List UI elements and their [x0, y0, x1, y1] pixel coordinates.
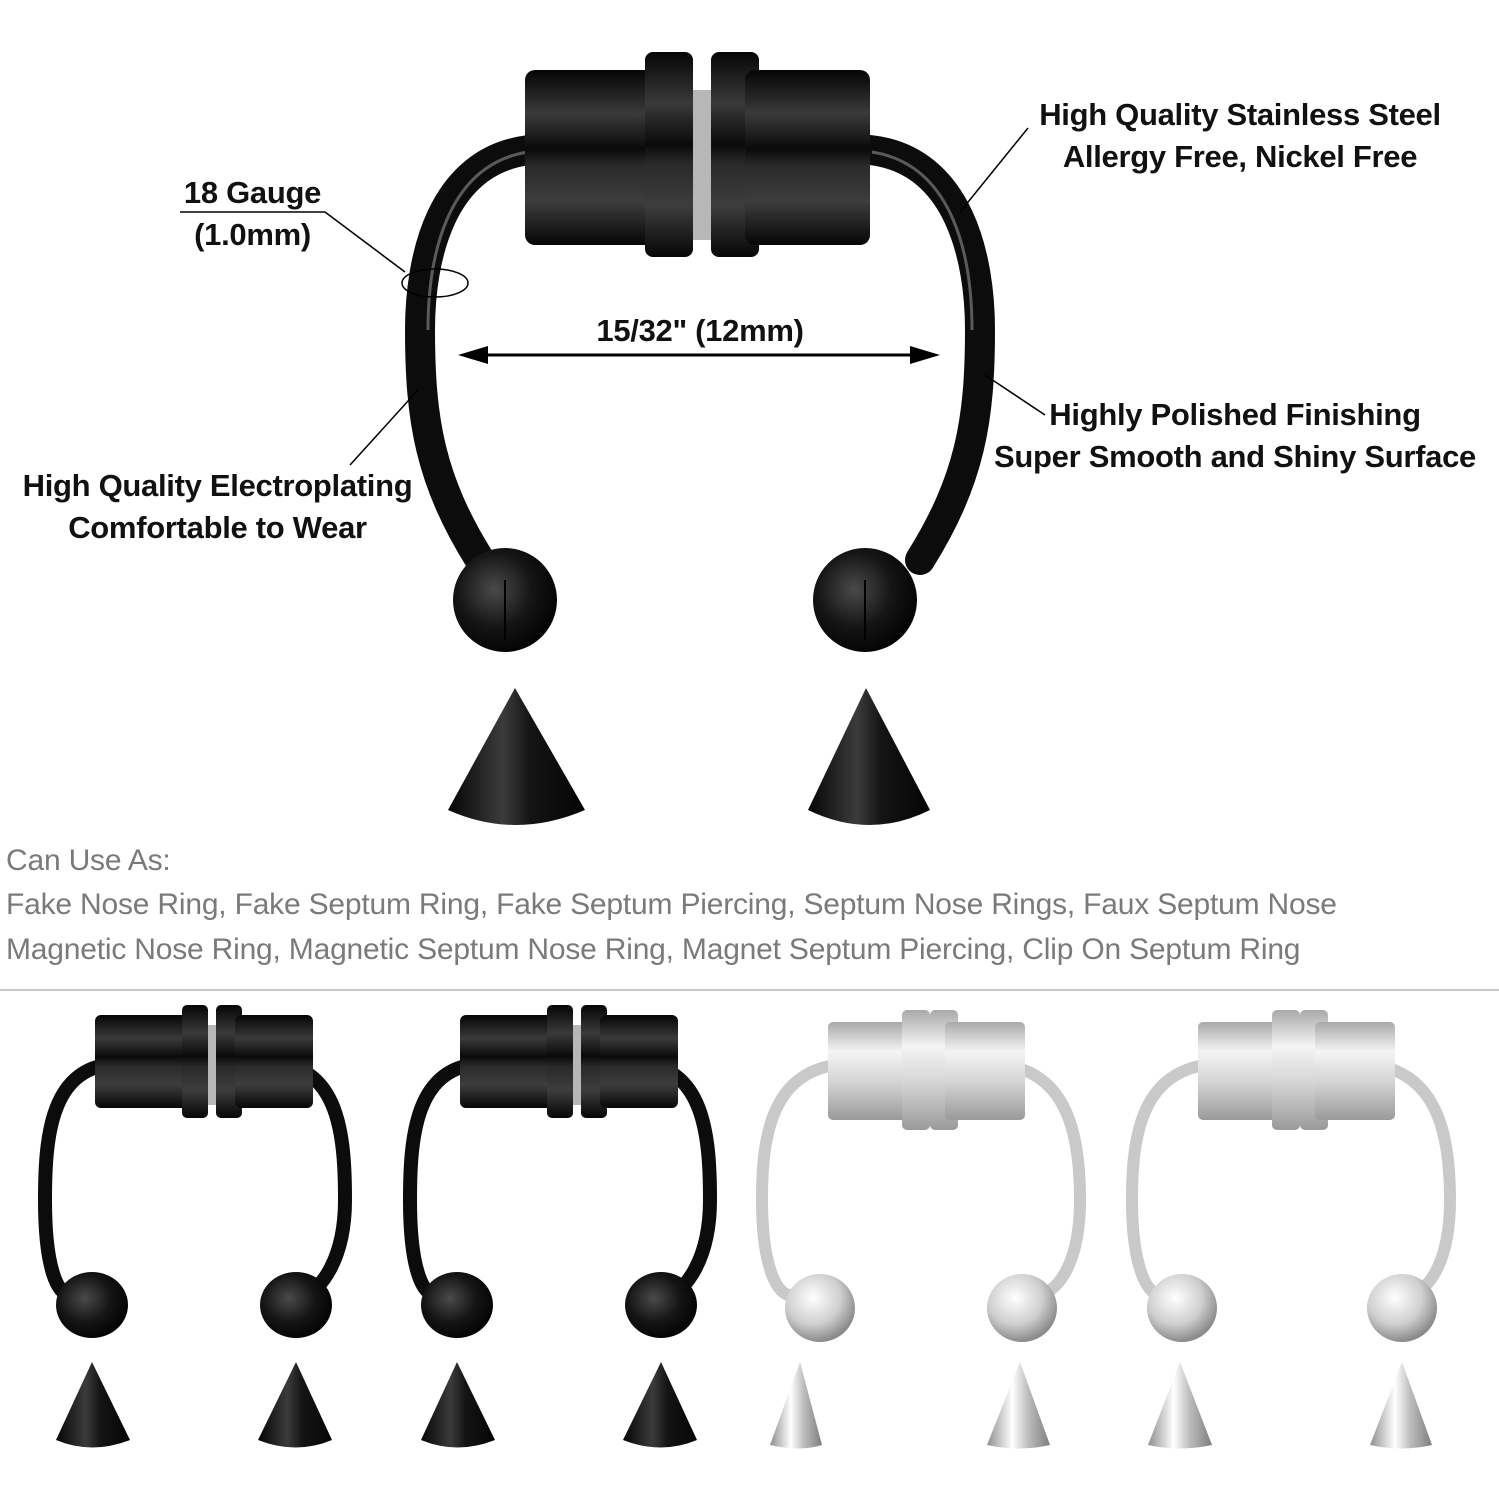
material-annotation: High Quality Stainless Steel Allergy Fre… [1025, 94, 1455, 178]
plating-label: High Quality Electroplating [22, 468, 413, 503]
plating-sub-label: Comfortable to Wear [68, 510, 367, 545]
uses-line-2: Magnetic Nose Ring, Magnetic Septum Nose… [6, 933, 1301, 966]
uses-line-1: Fake Nose Ring, Fake Septum Ring, Fake S… [6, 888, 1337, 921]
uses-heading: Can Use As: [6, 844, 171, 877]
plating-annotation: High Quality Electroplating Comfortable … [5, 465, 430, 549]
gauge-annotation: 18 Gauge (1.0mm) [170, 172, 335, 256]
section-divider [0, 989, 1499, 991]
variant-septum-ring-black-1 [37, 1005, 353, 1448]
finish-label: Highly Polished Finishing [1049, 397, 1421, 432]
finish-annotation: Highly Polished Finishing Super Smooth a… [975, 394, 1495, 478]
hero-septum-ring-image [180, 52, 1046, 825]
material-label: High Quality Stainless Steel [1039, 97, 1441, 132]
gauge-label: 18 Gauge [183, 175, 322, 210]
gauge-mm-label: (1.0mm) [194, 217, 311, 252]
material-sub-label: Allergy Free, Nickel Free [1062, 139, 1418, 174]
width-annotation: 15/32" (12mm) [596, 313, 804, 348]
finish-sub-label: Super Smooth and Shiny Surface [994, 439, 1476, 474]
variant-septum-ring-silver-1 [755, 1010, 1087, 1449]
variant-septum-ring-silver-2 [1125, 1010, 1457, 1449]
variant-septum-ring-black-2 [402, 1005, 718, 1448]
